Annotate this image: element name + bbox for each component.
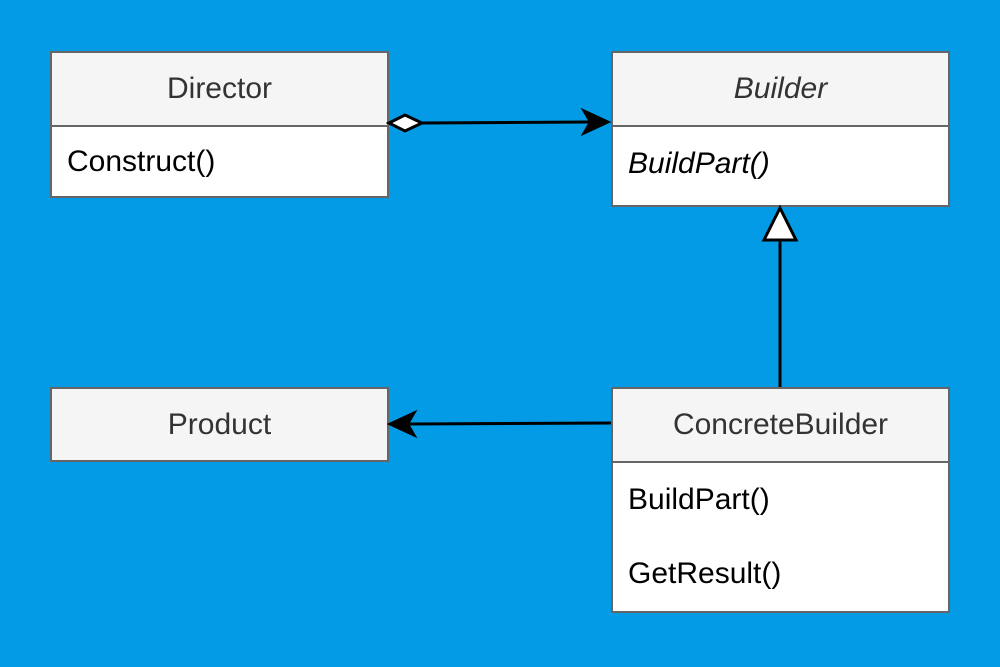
- class-director-name: Director: [52, 53, 387, 127]
- aggregation-diamond-icon: [385, 113, 426, 133]
- generalization-concretebuilder-builder: [761, 204, 799, 387]
- association-concretebuilder-product: [386, 409, 612, 439]
- aggregation-director-builder: [385, 107, 612, 137]
- class-product[interactable]: Product: [50, 387, 389, 462]
- class-director-method-construct: Construct(): [67, 145, 216, 178]
- class-concrete-builder-method-buildpart: BuildPart(): [628, 483, 770, 516]
- arrowhead-icon: [386, 409, 418, 439]
- class-director[interactable]: Director Construct(): [50, 51, 389, 198]
- class-builder-name: Builder: [613, 53, 948, 127]
- class-concrete-builder[interactable]: ConcreteBuilder BuildPart() GetResult(): [611, 387, 950, 613]
- class-builder-method-buildpart: BuildPart(): [628, 147, 770, 180]
- arrowhead-icon: [580, 107, 612, 137]
- inheritance-triangle-icon: [761, 204, 799, 242]
- class-concrete-builder-name: ConcreteBuilder: [613, 389, 948, 463]
- class-concrete-builder-method-getresult: GetResult(): [628, 557, 782, 590]
- class-product-name: Product: [52, 389, 387, 460]
